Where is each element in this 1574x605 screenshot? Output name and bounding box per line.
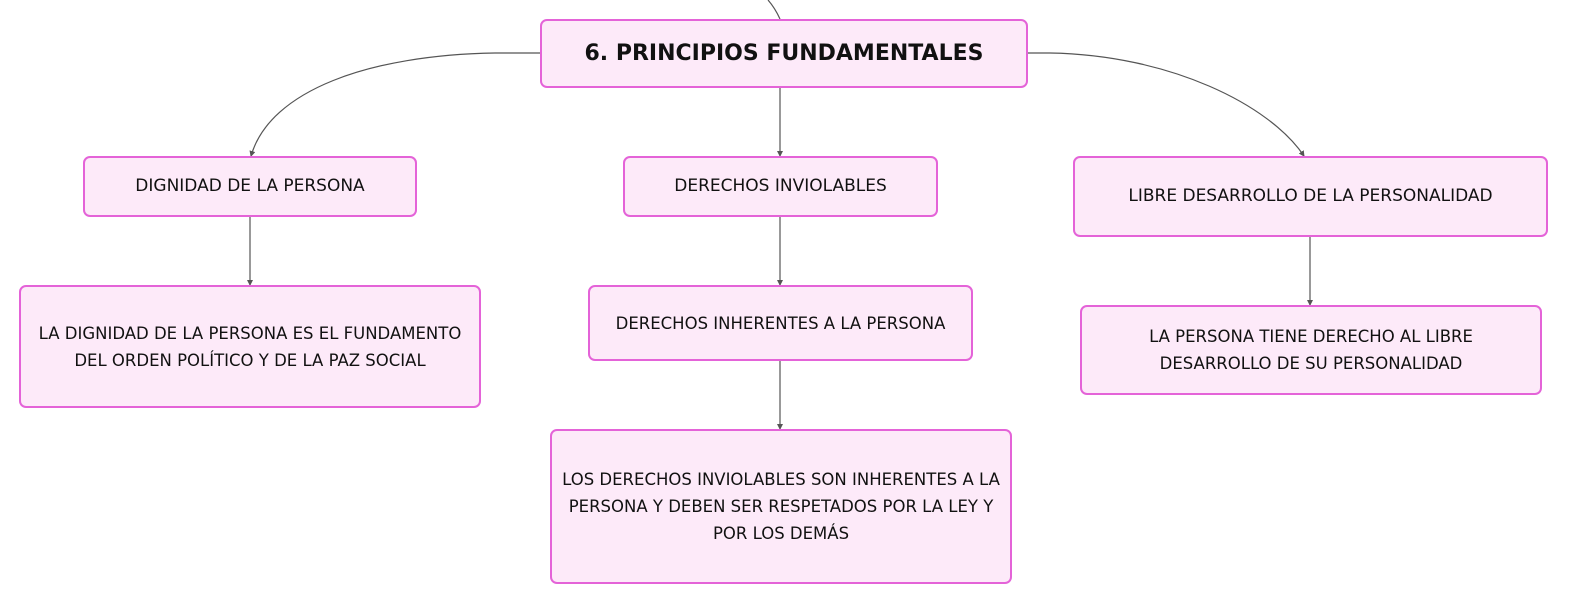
connector-root-to-dignidad [249,52,540,157]
node-dignidad-description-label: LA DIGNIDAD DE LA PERSONA ES EL FUNDAMEN… [38,323,462,370]
connector-root-to-libre [1028,52,1305,157]
node-derechos-inviolables[interactable]: DERECHOS INVIOLABLES [623,156,938,217]
node-derechos-description-label: LOS DERECHOS INVIOLABLES SON INHERENTES … [562,470,1000,543]
node-derechos-description[interactable]: LOS DERECHOS INVIOLABLES SON INHERENTES … [550,429,1012,584]
node-dignidad-de-la-persona[interactable]: DIGNIDAD DE LA PERSONA [83,156,417,217]
root-node-label: 6. PRINCIPIOS FUNDAMENTALES [584,41,984,66]
node-libre-description-label: LA PERSONA TIENE DERECHO AL LIBRE DESARR… [1149,327,1473,373]
node-dignidad-label: DIGNIDAD DE LA PERSONA [135,176,365,196]
node-libre-label: LIBRE DESARROLLO DE LA PERSONALIDAD [1128,186,1493,206]
node-derechos-label: DERECHOS INVIOLABLES [674,176,887,196]
node-libre-desarrollo[interactable]: LIBRE DESARROLLO DE LA PERSONALIDAD [1073,156,1548,237]
node-derechos-inherentes[interactable]: DERECHOS INHERENTES A LA PERSONA [588,285,973,361]
node-derechos-inherentes-label: DERECHOS INHERENTES A LA PERSONA [615,313,946,333]
node-dignidad-description[interactable]: LA DIGNIDAD DE LA PERSONA ES EL FUNDAMEN… [19,285,481,408]
connector-parent-to-root [767,0,781,20]
node-libre-description[interactable]: LA PERSONA TIENE DERECHO AL LIBRE DESARR… [1080,305,1542,395]
root-node-principios-fundamentales[interactable]: 6. PRINCIPIOS FUNDAMENTALES [540,19,1028,88]
